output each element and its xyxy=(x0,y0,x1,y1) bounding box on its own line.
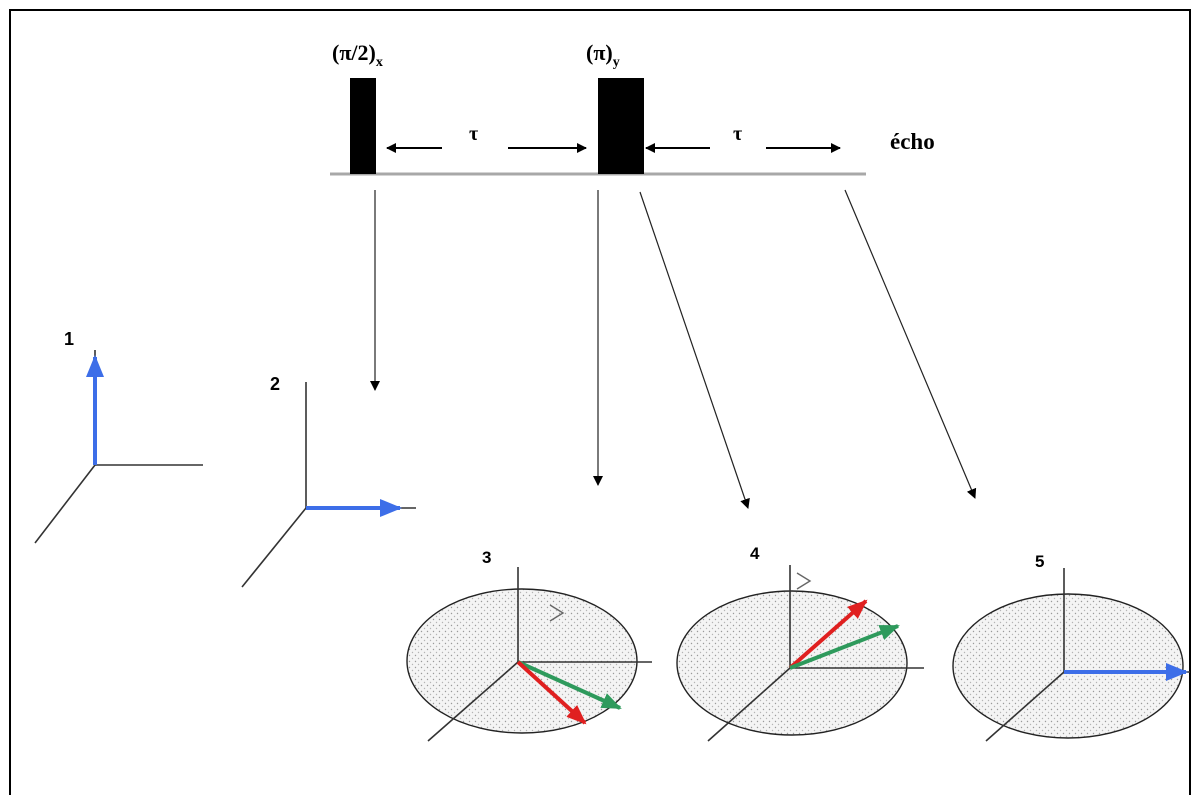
connector-to-panel-5 xyxy=(844,189,977,499)
pulse-2-label: (π)y xyxy=(586,40,620,70)
panel-4-rotation-icon xyxy=(796,572,812,590)
panel-4-number: 4 xyxy=(750,544,760,563)
panel-5-number: 5 xyxy=(1035,552,1044,571)
panel-5-transverse-plane xyxy=(952,593,1184,739)
pulse-1-label: (π/2)x xyxy=(332,40,383,70)
panel-3: 3 xyxy=(406,548,652,742)
panel-4-slow-spin-vector xyxy=(789,624,900,670)
pulse-pi xyxy=(598,78,644,174)
panel-2: 2 xyxy=(241,374,416,588)
panel-3-y-axis xyxy=(427,661,519,742)
panel-3-fast-spin-vector xyxy=(516,660,587,725)
pulse-pi-over-2 xyxy=(350,78,376,174)
panel-3-transverse-plane xyxy=(406,588,638,734)
panel-2-number: 2 xyxy=(270,374,280,394)
panel-3-slow-spin-vector xyxy=(517,660,622,710)
timeline-connectors xyxy=(370,189,977,509)
panel-1-number: 1 xyxy=(64,329,74,349)
panel-4-transverse-plane xyxy=(676,590,908,736)
panel-1-y-axis xyxy=(34,464,96,544)
tau-2-label: τ xyxy=(733,123,742,145)
connector-to-panel-4 xyxy=(639,191,750,509)
panel-4-fast-spin-vector xyxy=(788,599,868,670)
panel-3-rotation-icon xyxy=(549,604,565,622)
figure-border xyxy=(9,9,1191,795)
panel-1: 1 xyxy=(34,329,203,544)
panel-3-number: 3 xyxy=(482,548,491,567)
panel-2-y-axis xyxy=(241,507,307,588)
panel-5: 5 xyxy=(952,552,1190,742)
echo-label: écho xyxy=(890,129,935,154)
panel-5-y-axis xyxy=(985,671,1065,742)
panel-4: 4 xyxy=(676,544,924,742)
tau-1-label: τ xyxy=(469,123,478,145)
panel-4-y-axis xyxy=(707,667,791,742)
pulse-sequence: (π/2)x (π)y τ τ écho xyxy=(330,40,935,176)
